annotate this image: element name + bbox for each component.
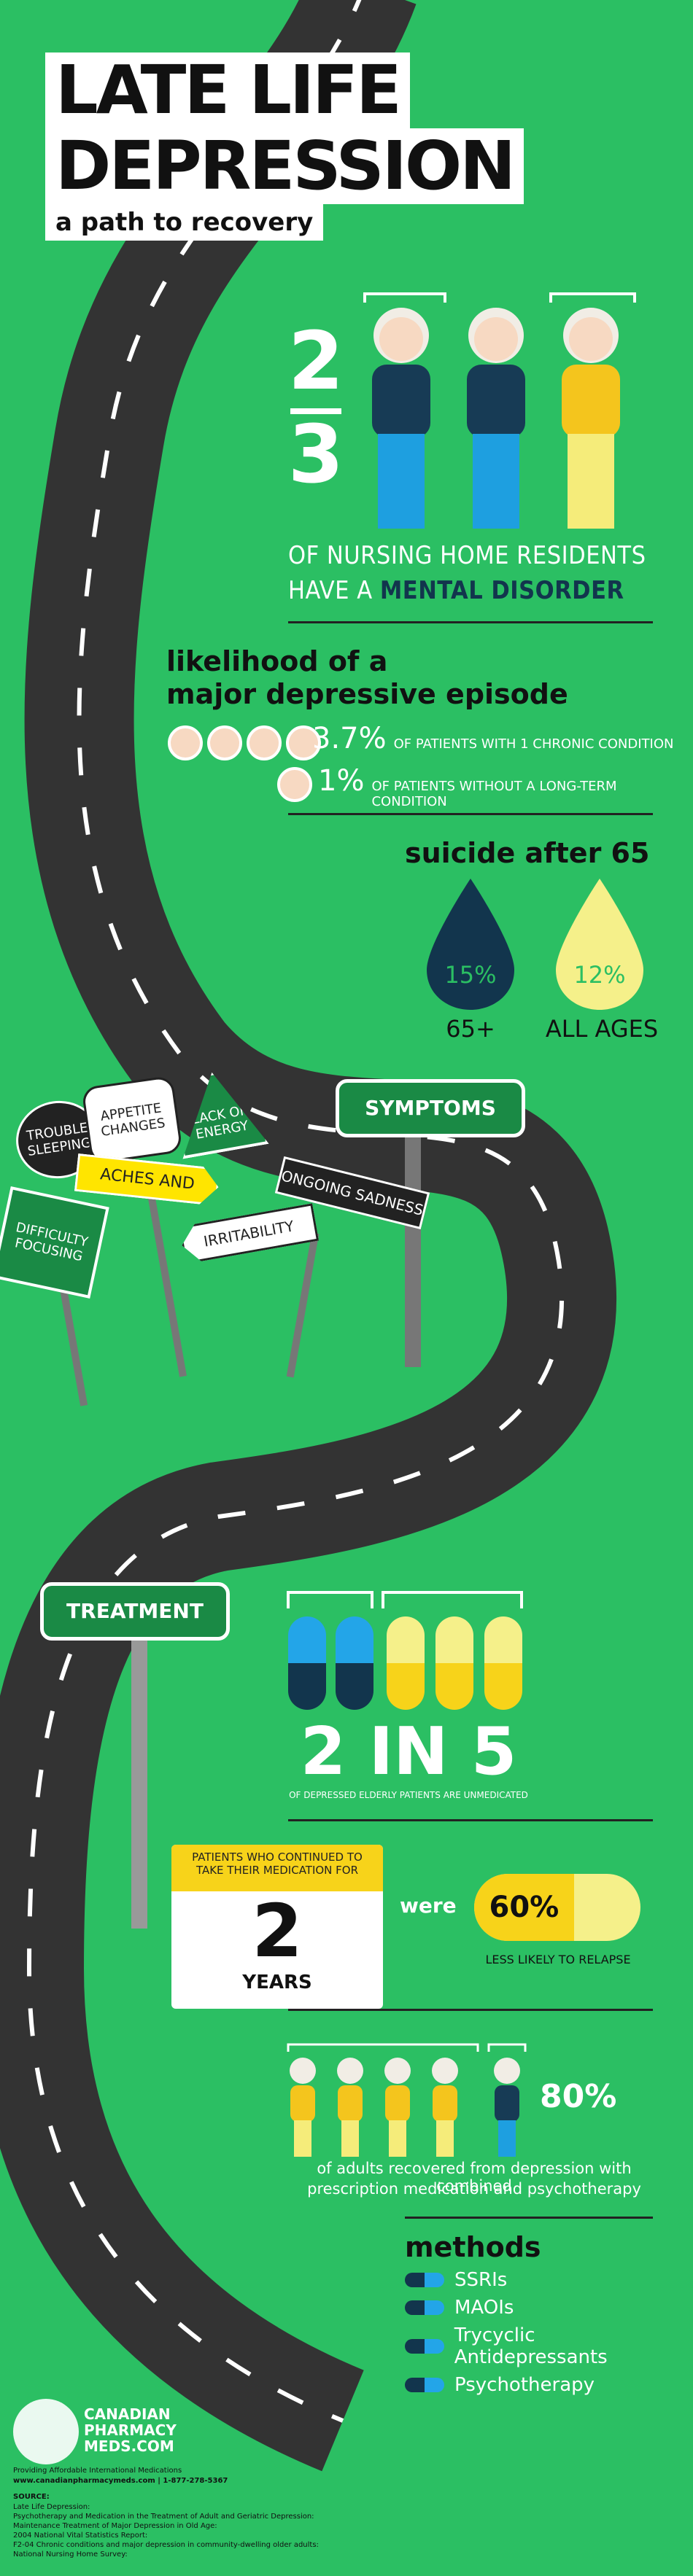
drop-2-label: ALL AGES <box>545 1015 659 1043</box>
happy-figure <box>549 292 636 529</box>
likelihood-row-1-pct: 3.7% <box>312 722 387 755</box>
sad-figure-1 <box>363 292 446 529</box>
likelihood-row-2-pct: 1% <box>318 764 365 798</box>
suicide-heading: suicide after 65 <box>405 837 650 869</box>
elderly-figures-illustration <box>363 292 636 529</box>
drop-1-pct: 15% <box>444 961 497 989</box>
card-header: PATIENTS WHO CONTINUED TO TAKE THEIR MED… <box>171 1845 383 1891</box>
divider <box>288 1819 653 1821</box>
symptoms-sign: SYMPTOMS <box>336 1079 525 1137</box>
divider <box>288 621 653 623</box>
relapse-text: LESS LIKELY TO RELAPSE <box>485 1953 631 1966</box>
capsule-icon <box>405 2300 444 2315</box>
nursing-highlight: MENTAL DISORDER <box>379 576 624 605</box>
capsule-icon <box>405 2378 444 2392</box>
brand-tagline: Providing Affordable International Medic… <box>13 2467 182 2475</box>
two-in-five: 2 IN 5 <box>300 1713 517 1790</box>
methods-item-label: Psychotherapy <box>454 2374 595 2396</box>
likelihood-heading-1: likelihood of a <box>166 645 388 677</box>
likelihood-row-1-text: OF PATIENTS WITH 1 CHRONIC CONDITION <box>393 736 674 752</box>
recovered-figures-illustration <box>287 2043 527 2157</box>
divider <box>405 2217 653 2219</box>
treatment-sign: TREATMENT <box>40 1582 230 1641</box>
source-label: SOURCE: <box>13 2493 50 2501</box>
face-icon <box>207 725 242 760</box>
methods-item-label: MAOIs <box>454 2297 514 2319</box>
relapse-pct: 60% <box>474 1874 574 1941</box>
source-item[interactable]: Maintenance Treatment of Major Depressio… <box>13 2522 217 2530</box>
face-icon <box>286 725 321 760</box>
likelihood-row-1: 3.7% OF PATIENTS WITH 1 CHRONIC CONDITIO… <box>312 722 673 755</box>
brand-line-1: CANADIAN <box>84 2405 171 2423</box>
brand-contact: www.canadianpharmacymeds.com | 1-877-278… <box>13 2477 228 2485</box>
card-number: 2 <box>252 1888 303 1974</box>
brand-logo-icon <box>13 2399 79 2464</box>
likelihood-row-2: 1% OF PATIENTS WITHOUT A LONG-TERM CONDI… <box>318 764 693 809</box>
pill-icon <box>387 1616 425 1710</box>
title-block: LATE LIFE DEPRESSION a path to recovery <box>45 52 651 241</box>
methods-item: Trycyclic Antidepressants <box>405 2324 693 2368</box>
recovered-pct: 80% <box>540 2078 617 2115</box>
relapse-capsule: 60% <box>474 1874 640 1941</box>
methods-item: SSRIs <box>405 2269 693 2291</box>
pill-icon <box>336 1616 373 1710</box>
divider <box>288 2009 653 2011</box>
face-icons <box>168 725 321 760</box>
pill-icon <box>288 1616 326 1710</box>
methods-item-label: Trycyclic Antidepressants <box>454 2324 608 2368</box>
pill-bracket <box>287 1591 523 1608</box>
methods-item: Psychotherapy <box>405 2374 693 2396</box>
brand-line-2: PHARMACY <box>84 2421 177 2439</box>
recovered-text-2: prescription medication and psychotherap… <box>307 2180 641 2198</box>
brand-name: CANADIAN PHARMACY MEDS.COM <box>84 2406 177 2454</box>
brand-line-3: MEDS.COM <box>84 2437 174 2455</box>
title-line-2: DEPRESSION <box>45 128 524 204</box>
drop-1-label: 65+ <box>446 1015 495 1043</box>
face-icon <box>247 725 282 760</box>
source-item[interactable]: Psychotherapy and Medication in the Trea… <box>13 2513 314 2521</box>
fraction-numerator: 2 <box>287 314 344 408</box>
drop-shape-navy <box>427 879 514 1010</box>
appetite-changes-sign: APPETITE CHANGES <box>81 1075 183 1165</box>
fraction-denominator: 3 <box>287 408 344 501</box>
drop-2-pct: 12% <box>573 961 626 989</box>
pill-icon <box>484 1616 522 1710</box>
nursing-line-2: HAVE A MENTAL DISORDER <box>288 576 667 605</box>
source-list: Late Life Depression: Psychotherapy and … <box>13 2502 319 2559</box>
nursing-line-1: OF NURSING HOME RESIDENTS <box>288 541 646 570</box>
capsule-icon <box>405 2339 444 2354</box>
source-item[interactable]: Late Life Depression: <box>13 2503 90 2511</box>
methods-item-label: SSRIs <box>454 2269 508 2291</box>
likelihood-heading-2: major depressive episode <box>166 678 568 710</box>
source-item[interactable]: 2004 National Vital Statistics Report: <box>13 2532 148 2540</box>
difficulty-focusing-sign: DIFFICULTY FOCUSING <box>0 1186 109 1299</box>
methods-heading: methods <box>405 2231 541 2263</box>
card-unit: YEARS <box>242 1972 312 1993</box>
sad-figure-2 <box>467 308 525 529</box>
methods-item: MAOIs <box>405 2297 693 2319</box>
recovered-text-1: of adults recovered from depression with… <box>317 2160 632 2195</box>
sign-post <box>131 1622 147 1929</box>
source-item[interactable]: F2-04 Chronic conditions and major depre… <box>13 2541 319 2549</box>
likelihood-row-2-text: OF PATIENTS WITHOUT A LONG-TERM CONDITIO… <box>371 779 617 809</box>
face-icon <box>277 767 312 802</box>
capsule-icon <box>405 2273 444 2287</box>
source-item[interactable]: National Nursing Home Survey: <box>13 2550 128 2559</box>
face-icon <box>168 725 203 760</box>
title-line-1: LATE LIFE <box>45 52 410 128</box>
unmedicated-caption: OF DEPRESSED ELDERLY PATIENTS ARE UNMEDI… <box>289 1790 528 1800</box>
were-label: were <box>400 1894 457 1918</box>
divider <box>288 813 653 815</box>
nursing-line-2-prefix: HAVE A <box>288 576 380 605</box>
title-subtitle: a path to recovery <box>45 204 324 241</box>
fraction-bar <box>290 408 341 414</box>
pill-icon <box>435 1616 473 1710</box>
medication-card: PATIENTS WHO CONTINUED TO TAKE THEIR MED… <box>171 1845 383 2009</box>
drop-shape-yellow <box>556 879 643 1010</box>
sign-post <box>405 1126 421 1367</box>
methods-list: SSRIs MAOIs Trycyclic Antidepressants Ps… <box>405 2269 693 2402</box>
